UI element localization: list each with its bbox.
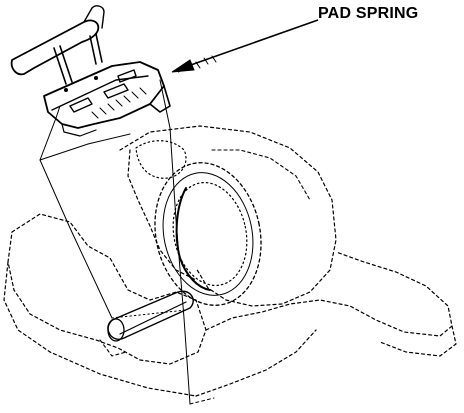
caliper-bracket bbox=[3, 213, 457, 397]
slide-pin bbox=[99, 290, 194, 357]
caliper-body bbox=[119, 125, 337, 307]
callout-leader bbox=[171, 19, 319, 73]
piston-bore bbox=[154, 162, 262, 306]
pad-spring bbox=[10, 5, 171, 137]
pad-spring-label: PAD SPRING bbox=[318, 5, 419, 22]
brake-pad-outline bbox=[39, 79, 215, 405]
